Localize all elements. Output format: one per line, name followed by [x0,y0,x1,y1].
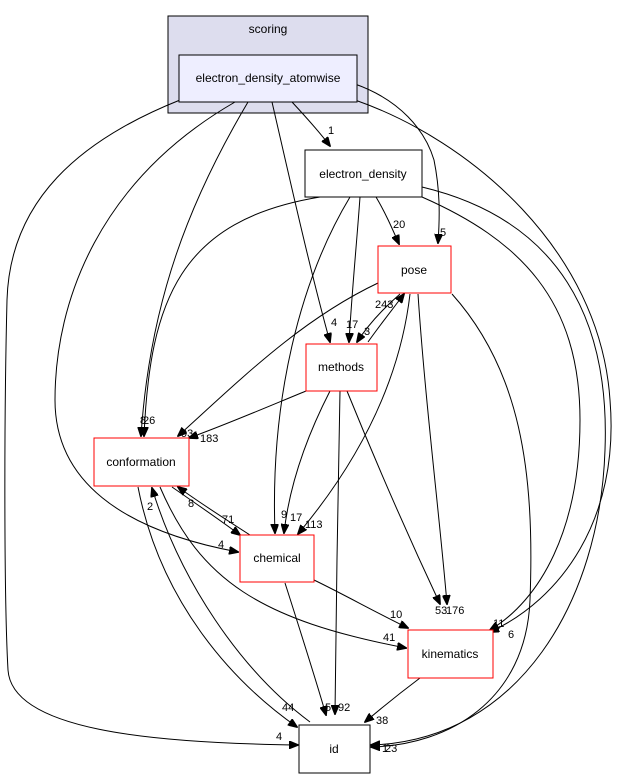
edge-methods-to-id [335,390,341,714]
node-label: methods [318,360,364,374]
edge-label-pose-chemical: 113 [305,519,323,531]
edge-electron-density-to-conformation [144,196,321,436]
node-box [298,724,371,774]
edge-label-pose-id: 23 [385,743,397,755]
edge-conformation-to-id [137,486,297,727]
edge-label-pose-kinematics: 176 [446,605,464,617]
edge-label-methods-kinematics: 53 [435,605,447,617]
cluster-label: scoring [249,22,288,36]
edge-electron-density-to-kinematics [421,196,581,630]
node-box [93,437,190,487]
edge-methods-to-conformation [189,390,307,438]
edge-methods-to-chemical [284,390,331,533]
edge-electron-density-to-pose [375,196,399,244]
edge-label-eda-kinematics: 6 [508,629,514,641]
node-kinematics[interactable]: kinematics [407,629,494,679]
edge-label-chemical-kinematics: 10 [390,609,402,621]
edge-label-electron-density-id: 1 [382,743,388,755]
edge-pose-to-kinematics [417,293,447,604]
edge-label-electron-density-methods: 17 [346,319,358,331]
edge-label-electron-density-pose: 20 [393,219,405,231]
edge-eda-to-kinematics [354,99,612,632]
edge-electron-density-to-chemical [274,196,351,533]
edge-label-conformation-kinematics: 41 [383,632,395,644]
node-methods[interactable]: methods [305,343,378,392]
edge-pose-to-chemical [298,293,411,534]
edge-label-electron-density-conformation: 26 [143,415,155,427]
node-electron-density-atomwise[interactable]: electron_density_atomwise [178,54,358,103]
node-label: electron_density [319,167,406,181]
edge-id-to-conformation [152,488,311,723]
edge-pose-to-conformation [178,282,379,436]
edge-label-methods-id: 92 [338,702,350,714]
node-box [239,534,315,583]
node-box [377,245,452,294]
edge-label-eda-electron-density: 1 [328,125,334,137]
edge-conformation-to-kinematics [159,486,406,648]
node-box [407,629,494,679]
edge-label-methods-conformation: 183 [200,433,218,445]
node-box [305,343,378,392]
edge-eda-to-conformation [141,101,249,436]
node-label: pose [401,263,427,277]
node-electron-density[interactable]: electron_density [304,149,423,198]
edge-pose-to-id [371,293,532,747]
edge-electron-density-to-methods [349,196,361,342]
edge-eda-to-id [4,99,298,745]
edge-chemical-to-kinematics [313,579,408,628]
edge-label-eda-conformation: 8 [140,415,146,427]
edge-chemical-to-conformation [178,487,251,536]
node-label: kinematics [422,647,479,661]
node-box [178,54,358,103]
edge-label-eda-methods: 4 [331,317,337,329]
edge-label-id-conformation: 2 [147,501,153,513]
edge-label-electron-density-chemical: 9 [281,509,287,521]
edge-chemical-to-id [284,582,326,715]
node-label: electron_density_atomwise [196,71,341,85]
nodes-layer: electron_density_atomwise electron_densi… [93,54,494,774]
edge-label-chemical-conformation: 8 [188,498,194,510]
edge-eda-to-pose [354,83,439,243]
edge-methods-to-kinematics [346,390,440,604]
edge-label-eda-id: 4 [276,731,282,743]
edge-label-chemical-id: 5 [325,702,331,714]
edge-label-pose-methods: 3 [364,326,370,338]
edge-label-conformation-id: 44 [282,702,294,714]
edge-label-eda-chemical: 4 [218,539,224,551]
edge-label-methods-chemical: 17 [290,512,302,524]
node-pose[interactable]: pose [377,245,452,294]
edges-layer: 1 5 4 8 4 6 4 20 17 26 9 11 [4,83,612,755]
node-label: id [329,742,338,756]
edge-label-methods-pose: 243 [375,299,393,311]
edge-label-electron-density-kinematics: 11 [493,618,504,630]
edge-label-eda-pose: 5 [440,227,446,239]
node-id[interactable]: id [298,724,371,774]
edge-electron-density-to-id [371,186,606,745]
node-label: conformation [106,455,175,469]
edge-eda-to-methods [271,101,330,342]
edge-eda-to-chemical [54,101,238,552]
node-chemical[interactable]: chemical [239,534,315,583]
edge-label-kinematics-id: 38 [376,715,388,727]
edge-conformation-to-chemical [171,486,240,535]
node-box [304,149,423,198]
node-label: chemical [253,551,300,565]
node-conformation[interactable]: conformation [93,437,190,487]
edge-methods-to-pose [367,294,404,343]
edge-kinematics-to-id [365,677,421,722]
edge-eda-to-electron-density [291,101,330,146]
